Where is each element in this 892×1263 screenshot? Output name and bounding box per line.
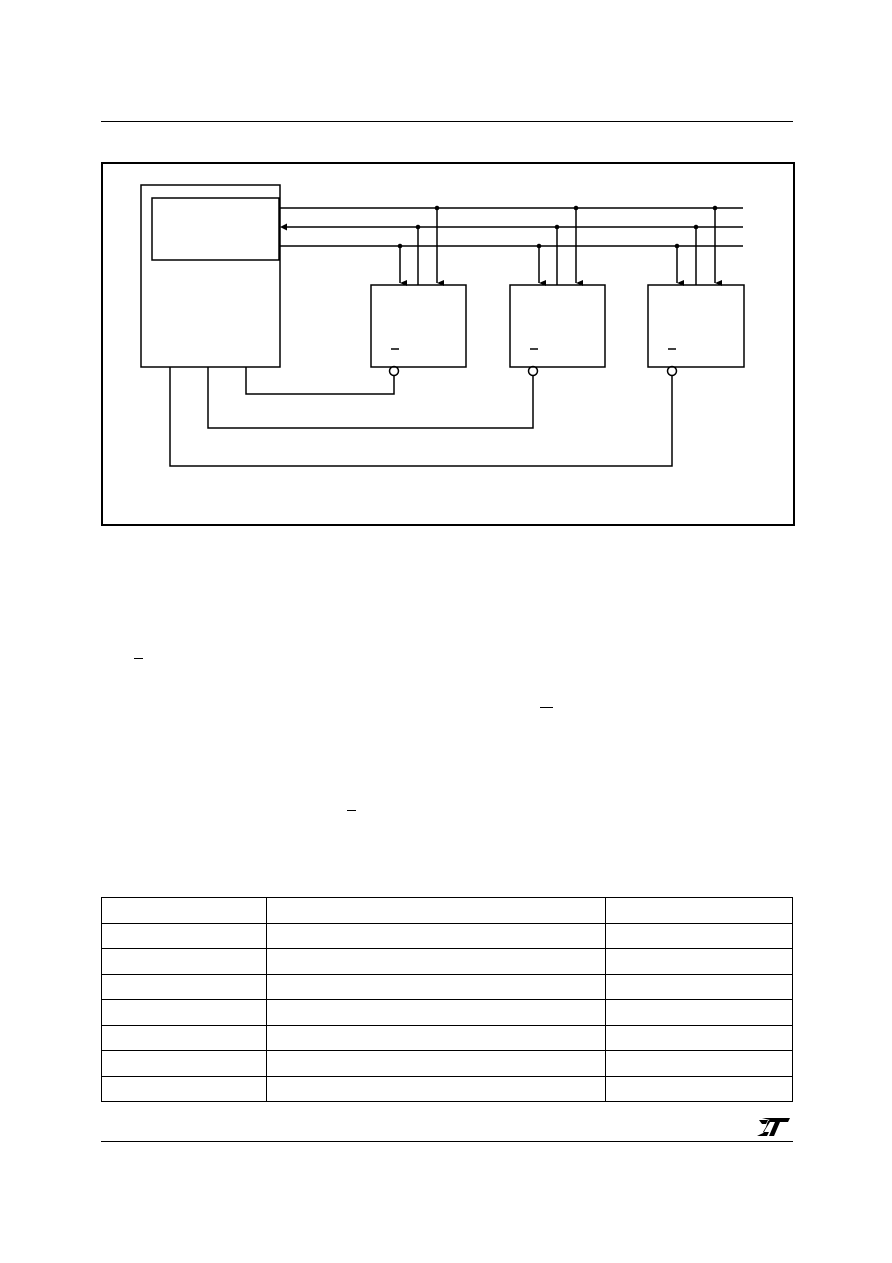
table-row: [101, 948, 793, 975]
table-row: [101, 973, 793, 1000]
table-cell: [605, 922, 793, 949]
table-cell: [265, 948, 607, 975]
table-row: [101, 1024, 793, 1051]
bus-line-2-arrowhead: [280, 223, 287, 231]
table-cell: [101, 1050, 267, 1077]
chip-select-line-1: [245, 367, 395, 395]
table-cell: [265, 922, 607, 949]
header-rule: [101, 121, 793, 122]
slave-device-1-block: [370, 284, 467, 368]
table-row: [101, 897, 793, 924]
table-cell: [605, 1075, 793, 1102]
table-cell: [101, 922, 267, 949]
body-overbar-2: [540, 707, 553, 708]
table-cell: [101, 973, 267, 1000]
table-cell: [265, 1075, 607, 1102]
table-cell: [605, 897, 793, 924]
figure-frame: [101, 162, 795, 526]
table-cell: [265, 897, 607, 924]
table-cell: [265, 1050, 607, 1077]
body-overbar-1: [134, 658, 143, 659]
signal-table: [101, 897, 793, 1102]
master-register-block: [151, 197, 280, 261]
select-bubble-1: [388, 365, 400, 377]
table-row: [101, 922, 793, 949]
table-cell: [605, 948, 793, 975]
table-cell: [101, 948, 267, 975]
bus-master-block: [140, 184, 281, 368]
table-cell: [101, 897, 267, 924]
slave-device-3-block: [647, 284, 745, 368]
table-cell: [605, 1024, 793, 1051]
footer-rule: [101, 1141, 793, 1142]
bus-diagram: [140, 184, 745, 467]
select-bubble-2: [527, 365, 539, 377]
table-cell: [265, 973, 607, 1000]
table-cell: [265, 1024, 607, 1051]
chip-select-line-3: [169, 367, 673, 467]
table-cell: [101, 1024, 267, 1051]
select-bubble-3: [666, 365, 678, 377]
slave-device-2-block: [509, 284, 606, 368]
body-overbar-3: [347, 810, 356, 811]
chip-select-line-2: [207, 367, 534, 429]
table-row: [101, 999, 793, 1026]
table-row: [101, 1075, 793, 1102]
table-cell: [605, 1050, 793, 1077]
table-cell: [605, 973, 793, 1000]
table-cell: [101, 1075, 267, 1102]
table-cell: [265, 999, 607, 1026]
table-cell: [605, 999, 793, 1026]
table-row: [101, 1050, 793, 1077]
st-logo-icon: [757, 1118, 790, 1136]
table-cell: [101, 999, 267, 1026]
